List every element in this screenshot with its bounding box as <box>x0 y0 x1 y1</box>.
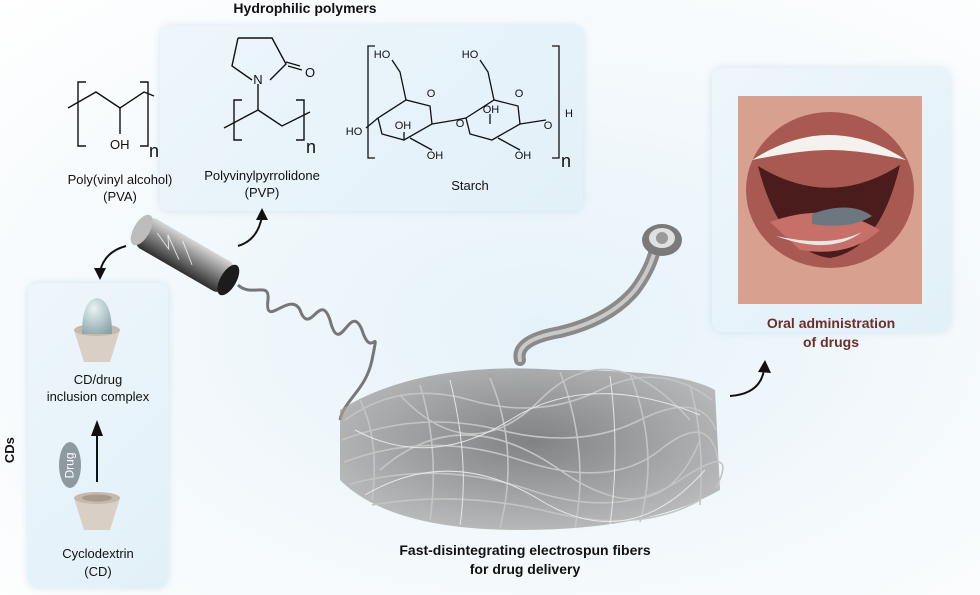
starch-ring-o-1: O <box>426 88 436 100</box>
fibers-caption-2: for drug delivery <box>469 561 581 577</box>
starch-ho-3: HO <box>345 126 363 138</box>
starch-h: H <box>565 108 573 120</box>
cd-drug-complex-icon <box>74 298 120 362</box>
pva-name: Poly(vinyl alcohol) <box>67 172 173 187</box>
cyclodextrin-label-2: (CD) <box>84 564 112 579</box>
pvp-name: Polyvinylpyrrolidone <box>204 168 320 183</box>
fiber-mat <box>340 368 724 530</box>
cd-complex-label-2: inclusion complex <box>46 389 150 404</box>
pvp-n-atom: N <box>253 72 263 87</box>
arrow-to-oral <box>729 369 765 397</box>
cds-side-label: CDs <box>1 437 17 464</box>
drug-pill-icon <box>59 442 81 488</box>
arrow-to-oral-head <box>758 360 771 373</box>
pvp-abbr: (PVP) <box>244 185 280 200</box>
cyclodextrin-label-1: Cyclodextrin <box>62 546 134 561</box>
fibers-caption-1: Fast-disintegrating electrospun fibers <box>399 542 651 558</box>
drug-label: Drug <box>62 452 77 479</box>
starch-ho-2: HO <box>461 49 479 61</box>
arrow-to-polymers <box>237 215 263 247</box>
cyclodextrin-icon <box>74 492 120 530</box>
starch-ring-o-2: O <box>514 88 524 100</box>
mouth-illustration <box>738 96 922 304</box>
polymers-title: Hydrophilic polymers <box>233 0 377 16</box>
pva-oh-label: OH <box>110 137 130 152</box>
spinneret-tube <box>513 244 661 366</box>
pvp-n-subscript: n <box>306 137 317 157</box>
starch-oh-3: OH <box>482 104 500 116</box>
arrow-to-cds-head <box>94 268 106 280</box>
oral-caption-1: Oral administration <box>766 315 896 331</box>
starch-oh-4: OH <box>514 150 532 162</box>
cd-complex-label-1: CD/drug <box>73 372 123 387</box>
starch-name: Starch <box>451 178 489 193</box>
starch-ho-1: HO <box>373 49 391 61</box>
nozzle-cylinder <box>130 214 240 296</box>
starch-oh-2: OH <box>426 150 444 162</box>
pva-n-subscript: n <box>149 141 160 161</box>
pva-abbr: (PVA) <box>103 189 137 204</box>
polymers-panel <box>160 26 583 211</box>
arrow-to-polymers-head <box>256 208 268 220</box>
starch-bridge-o: O <box>455 118 465 130</box>
starch-n-subscript: n <box>561 151 572 171</box>
pvp-o-atom: O <box>304 65 316 80</box>
starch-end-o: O <box>543 120 553 132</box>
arrow-up-complex-head <box>91 420 103 436</box>
fiber-jet <box>236 283 377 421</box>
starch-oh-1: OH <box>394 120 412 132</box>
oral-caption-2: of drugs <box>803 334 859 350</box>
